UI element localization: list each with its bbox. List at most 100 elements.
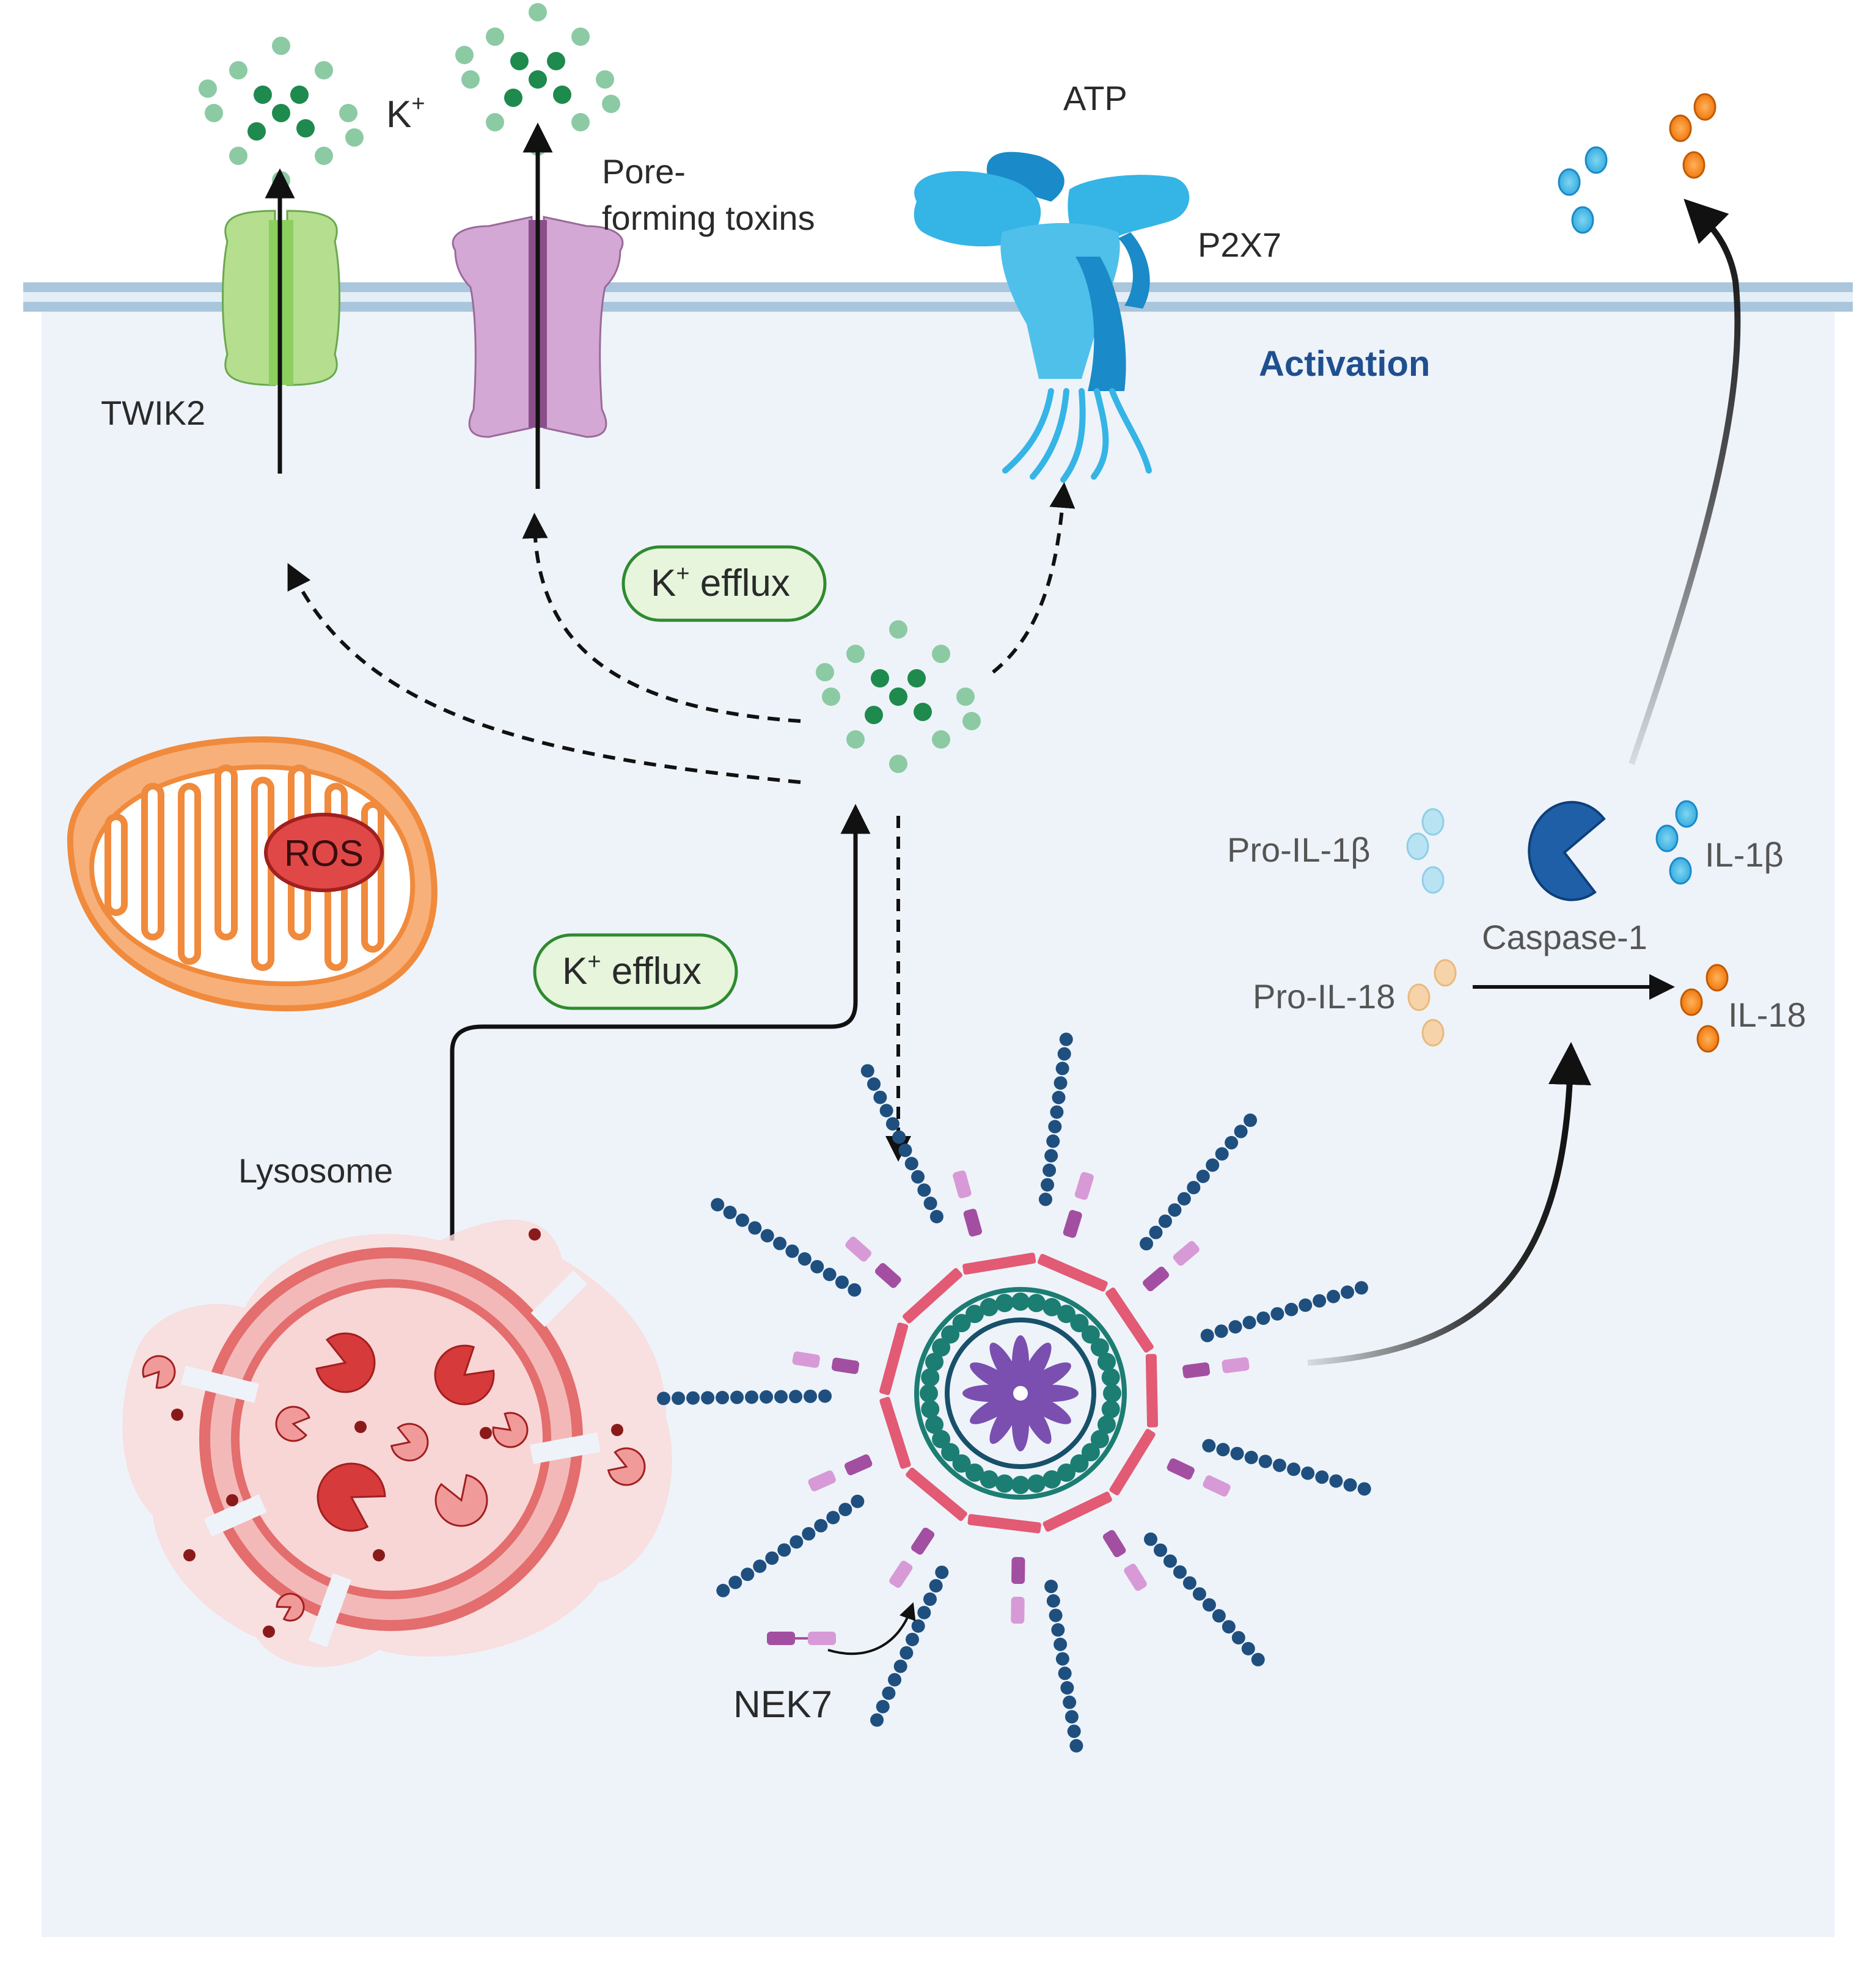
extracellular-potassium-cluster-left (199, 37, 364, 189)
asc-bead (920, 1384, 938, 1402)
lysosomal-protease (317, 1462, 386, 1532)
asc-bead (995, 1474, 1014, 1493)
potassium-ion (889, 687, 907, 706)
potassium-ion (504, 89, 522, 107)
nlrp3-bead (898, 1143, 912, 1157)
nlrp3-bead (753, 1559, 767, 1573)
asc-bead (980, 1470, 998, 1489)
potassium-ion (315, 147, 333, 165)
asc-linker (1109, 1429, 1156, 1495)
nlrp3-bead (1287, 1462, 1301, 1476)
nlrp3-bead (1051, 1623, 1065, 1637)
nlrp3-bead (1230, 1446, 1244, 1461)
nek7-unit (792, 1351, 820, 1368)
pro-il18-particle (1434, 959, 1457, 987)
nlrp3-bead (1225, 1135, 1239, 1149)
caspase1-icon (1528, 801, 1606, 901)
nek7-unit (1173, 1241, 1200, 1266)
nlrp3-bead (1354, 1281, 1368, 1295)
potassium-ion (889, 755, 907, 773)
nlrp3-bead (1168, 1203, 1182, 1217)
caspase-spoke (1020, 1395, 1052, 1444)
nlrp3-bead (790, 1535, 804, 1549)
activation-label: Activation (1259, 344, 1430, 384)
nlrp3-bead (672, 1391, 686, 1406)
nlrp3-bead (1153, 1543, 1167, 1557)
potassium-ion (510, 52, 529, 70)
potassium-ion (553, 86, 571, 104)
nlrp3-bead (804, 1389, 818, 1403)
lysosomal-protease (276, 1593, 305, 1622)
nlrp3-bead (905, 1632, 919, 1646)
nlrp3-bead (1270, 1307, 1284, 1321)
nlrp3-bead (1284, 1302, 1299, 1316)
secreted-il18 (1682, 151, 1706, 179)
core-ring (914, 1287, 1127, 1500)
nlrp3-bead (1149, 1225, 1163, 1239)
inflammasome-to-caspase-arrow (1307, 1042, 1591, 1366)
asc-linker (962, 1252, 1036, 1275)
potassium-ion (486, 27, 504, 46)
nlrp3-bead (1357, 1482, 1371, 1496)
potassium-ion (846, 645, 865, 663)
potassium-ion (455, 46, 474, 64)
il18-particle (1706, 964, 1729, 992)
nlrp3-bead (838, 1503, 852, 1517)
lysosome-particle (373, 1549, 385, 1561)
lysosome-particle (171, 1409, 183, 1421)
nlrp3-bead (1064, 1710, 1079, 1724)
nek7-unit (1063, 1210, 1082, 1238)
lysosomal-protease (390, 1423, 429, 1462)
il1b-particle (1655, 824, 1679, 852)
pro-il1b-label: Pro-IL-1β (1227, 830, 1371, 869)
nlrp3-bead (716, 1391, 730, 1405)
lysosome-k-efflux-arrow (450, 804, 871, 1241)
lysosome-icon (122, 1219, 672, 1667)
nek7-unit (1167, 1458, 1195, 1480)
nlrp3-bead (876, 1699, 890, 1714)
nek7-unit (953, 1170, 972, 1198)
asc-bead (941, 1443, 960, 1462)
nlrp3-bead (1046, 1594, 1060, 1608)
lysosomal-protease (142, 1355, 176, 1389)
nlrp3-bead (1052, 1091, 1066, 1105)
nlrp3-bead (802, 1527, 816, 1541)
svg-text:K+ efflux: K+ efflux (651, 561, 790, 604)
asc-bead (1057, 1463, 1075, 1482)
nlrp3-bead (1214, 1324, 1228, 1338)
nlrp3-bead (1042, 1164, 1057, 1178)
nek7-unit (875, 1263, 901, 1288)
pro-il18-particle (1407, 983, 1431, 1011)
nek7-unit (845, 1236, 871, 1262)
nlrp3-bead (701, 1391, 715, 1405)
asc-linker (1038, 1253, 1108, 1292)
nlrp3-bead (904, 1157, 918, 1171)
nlrp3-bead (1206, 1158, 1220, 1172)
nlrp3-bead (1343, 1478, 1357, 1492)
asc-linker (1145, 1354, 1159, 1428)
nlrp3-bead (1041, 1178, 1055, 1192)
lysosome-label: Lysosome (238, 1151, 393, 1190)
ros-badge: ROS (264, 813, 384, 892)
nek7-unit (1222, 1357, 1250, 1374)
asc-bead (1042, 1298, 1061, 1317)
nlrp3-bead (1315, 1470, 1329, 1484)
nlrp3-bead (773, 1236, 787, 1250)
pro-il1b-particle (1421, 866, 1445, 894)
atp-label: ATP (1063, 79, 1127, 117)
lysosome-particle (263, 1626, 275, 1638)
dashed-arrow-to-twik2 (287, 563, 801, 784)
asc-linker (1042, 1491, 1112, 1532)
asc-bead (921, 1400, 940, 1419)
lysosome-particle (354, 1421, 367, 1433)
asc-bead (921, 1368, 940, 1387)
inner-ring (945, 1318, 1096, 1469)
core-center (1013, 1386, 1028, 1401)
nlrp3-bead (923, 1592, 937, 1606)
nlrp3-bead (1228, 1320, 1242, 1334)
potassium-ion (254, 86, 272, 104)
pro-il1b-particle (1421, 808, 1445, 836)
nek7-unit (911, 1527, 935, 1555)
nlrp3-bead (774, 1390, 788, 1404)
asc-bead (1090, 1338, 1109, 1357)
